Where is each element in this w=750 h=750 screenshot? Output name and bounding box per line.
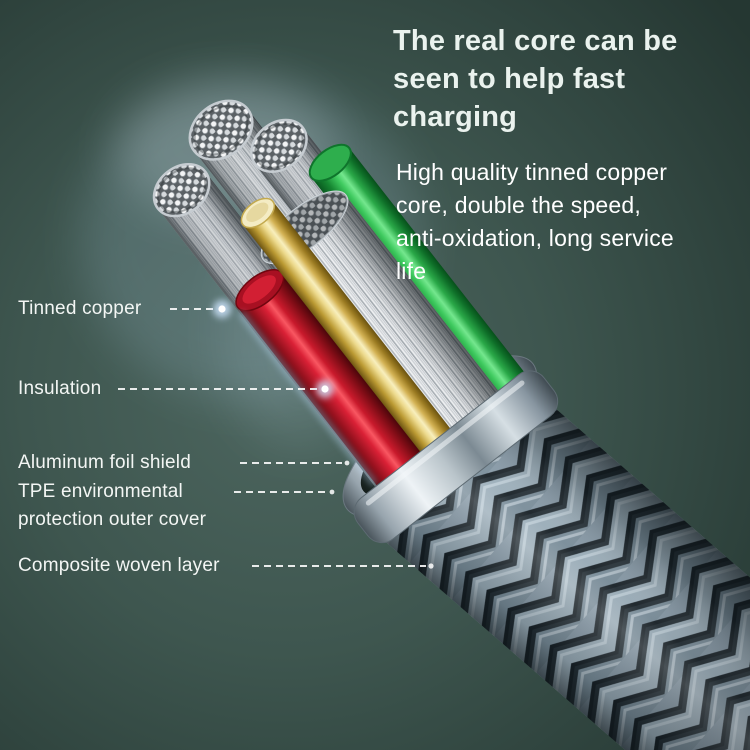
callout-dots [213,300,434,569]
headline: The real core can be seen to help fast c… [393,25,678,133]
callout-leader-lines [118,308,426,567]
callout-label-insulation: Insulation [18,378,102,399]
cable-core-group [152,99,559,544]
composite-woven-braid [359,359,750,750]
tinned-copper-bundle-main [260,190,501,458]
tpe-outer-cover-band [353,370,559,544]
callout-label-composite-woven-layer: Composite woven layer [18,555,220,576]
gold-plated-pin [240,197,453,455]
green-insulation-wire [308,143,526,404]
callout-label-aluminum-foil-shield: Aluminum foil shield [18,452,191,473]
callout-label-tpe-outer-cover: TPE environmental protection outer cover [18,481,207,530]
subheadline: High quality tinned copper core, double … [396,159,674,284]
red-insulation-wire [235,269,424,489]
callout-label-tinned-copper: Tinned copper [18,298,142,319]
